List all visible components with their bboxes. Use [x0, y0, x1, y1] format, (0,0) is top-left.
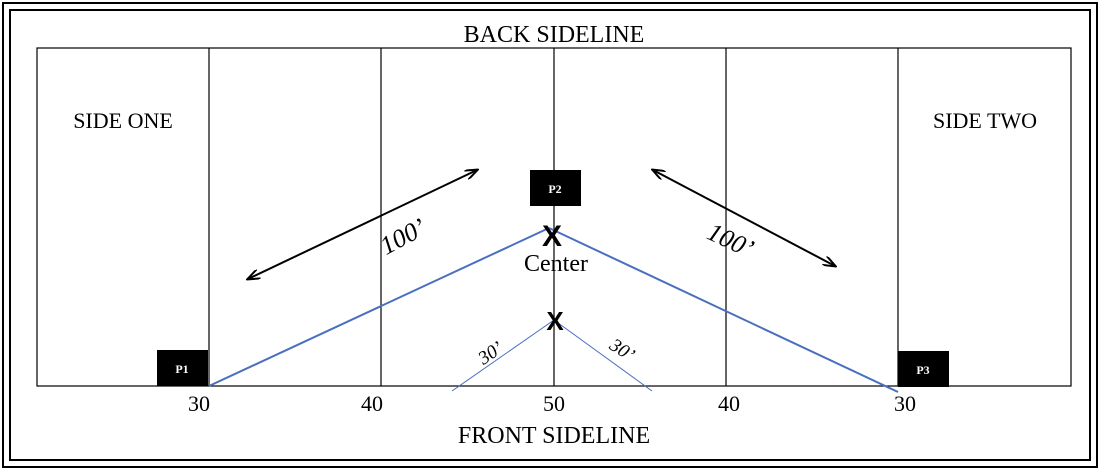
yard-number-40-right: 40 — [718, 391, 740, 416]
position-p3: P3 — [898, 351, 949, 387]
yard-number-30-right: 30 — [894, 391, 916, 416]
position-p1: P1 — [157, 350, 208, 386]
side-two-label: SIDE TWO — [933, 108, 1037, 133]
short-line-left — [451, 319, 555, 392]
position-p2-label: P2 — [548, 182, 561, 196]
inner-frame — [9, 9, 1091, 461]
front-sideline-label: FRONT SIDELINE — [458, 423, 650, 449]
yard-number-40-left: 40 — [361, 391, 383, 416]
inner-mark: X — [546, 306, 564, 336]
distance-arrow-left — [248, 170, 477, 279]
center-mark: X — [542, 220, 562, 253]
distance-arrow-right — [653, 170, 835, 266]
outer-frame — [2, 2, 1098, 468]
position-p3-label: P3 — [916, 363, 929, 377]
position-p1-label: P1 — [175, 362, 188, 376]
yard-number-30-left: 30 — [188, 391, 210, 416]
back-sideline-label: BACK SIDELINE — [464, 22, 645, 48]
angle-line-right — [548, 227, 899, 393]
distance-label-long-left: 100’ — [375, 213, 431, 261]
angle-line-left — [208, 227, 550, 387]
distance-label-long-right: 100’ — [703, 217, 758, 263]
distance-label-short-left: 30’ — [474, 338, 508, 370]
side-one-label: SIDE ONE — [73, 108, 173, 133]
center-label: Center — [524, 251, 588, 277]
distance-label-short-right: 30’ — [605, 334, 639, 366]
short-line-right — [553, 319, 653, 392]
yard-number-50: 50 — [543, 391, 565, 416]
position-p2: P2 — [530, 170, 581, 206]
